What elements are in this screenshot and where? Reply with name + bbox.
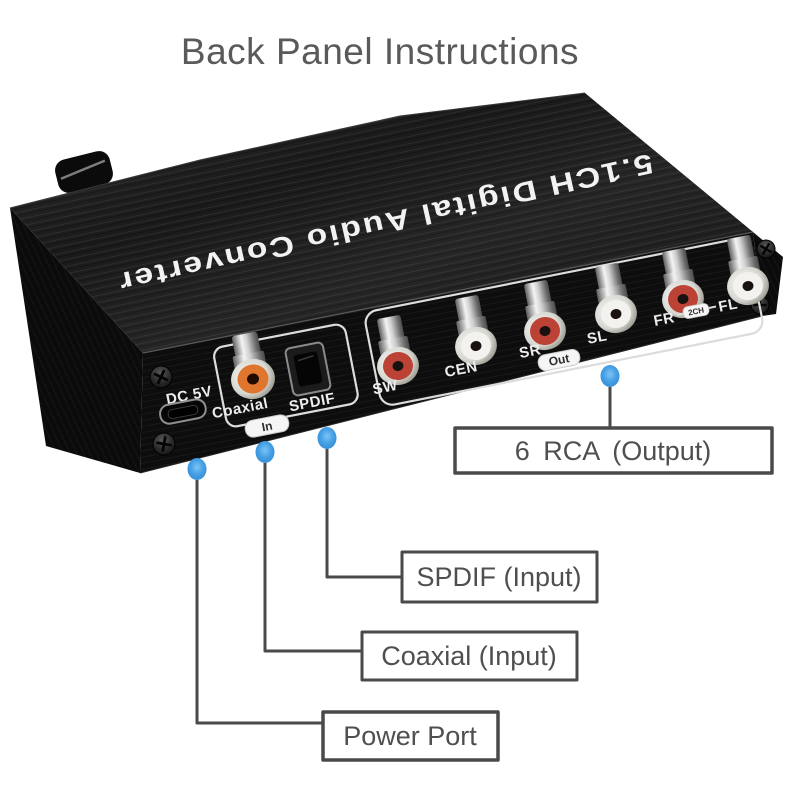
callout-box-coaxial-frame bbox=[360, 630, 579, 682]
output-group: SW CEN SR SL FR FL 2CH Out bbox=[364, 235, 769, 406]
channel-2ch-badge: 2CH bbox=[682, 303, 710, 319]
device-top-face-sheen bbox=[10, 93, 753, 353]
screw-icon-left-top bbox=[149, 365, 173, 389]
callout-dot-spdif bbox=[317, 427, 337, 449]
callout-label-rca-output: 6 RCA (Output) bbox=[515, 436, 712, 466]
callout-box-coaxial: Coaxial (Input) bbox=[360, 630, 579, 682]
rca-jack-cen bbox=[455, 295, 497, 366]
2ch-fl-dash bbox=[708, 305, 717, 309]
panel-bottom-edge bbox=[139, 315, 763, 474]
device-photo: 5.1CH Digital Audio Converter bbox=[9, 92, 783, 474]
callout-label-spdif: SPDIF (Input) bbox=[416, 562, 581, 592]
callout-dot-coaxial bbox=[255, 441, 275, 463]
channel-2ch-badge-label: 2CH bbox=[687, 306, 705, 318]
coaxial-jack bbox=[231, 331, 275, 400]
callout-box-power-frame bbox=[321, 710, 500, 762]
jack-label-sw: SW bbox=[371, 377, 399, 399]
callout-annotations: 6 RCA (Output) SPDIF (Input) Coaxial (In… bbox=[187, 365, 774, 762]
callout-line-coaxial bbox=[263, 463, 362, 653]
jack-label-fl: FL bbox=[717, 295, 739, 315]
out-badge: Out bbox=[537, 348, 581, 372]
in-badge-label: In bbox=[261, 419, 274, 435]
callout-dot-rca-output bbox=[600, 365, 620, 387]
callout-box-spdif-frame bbox=[400, 550, 599, 604]
callout-box-rca-output-frame bbox=[453, 426, 774, 475]
rca-jack-sr bbox=[524, 280, 566, 351]
jack-label-sr: SR bbox=[518, 341, 543, 362]
in-badge: In bbox=[244, 414, 290, 438]
rca-jack-sw bbox=[377, 315, 419, 386]
jack-label-cen: CEN bbox=[443, 358, 479, 381]
callout-box-rca-output: 6 RCA (Output) bbox=[453, 426, 774, 475]
screw-icon-left-bottom bbox=[152, 432, 176, 456]
out-badge-label: Out bbox=[548, 351, 571, 369]
volume-knob-icon bbox=[55, 151, 113, 193]
page-title: Back Panel Instructions bbox=[181, 31, 579, 72]
input-group-outline bbox=[213, 323, 359, 428]
callout-box-spdif: SPDIF (Input) bbox=[400, 550, 599, 604]
panel-top-edge-highlight bbox=[142, 231, 754, 354]
rca-jack-fl bbox=[727, 235, 769, 306]
device-left-cap bbox=[10, 208, 143, 473]
jack-label-fr: FR bbox=[652, 309, 676, 330]
callout-line-power bbox=[195, 480, 323, 725]
usb-power-port bbox=[159, 398, 207, 425]
callout-dot-power bbox=[187, 458, 207, 480]
spdif-port bbox=[284, 341, 332, 397]
callout-label-power: Power Port bbox=[343, 721, 477, 751]
callout-label-coaxial: Coaxial (Input) bbox=[381, 641, 557, 671]
callout-box-power: Power Port bbox=[321, 710, 500, 762]
fr-2ch-dash bbox=[676, 312, 685, 316]
device-top-edge-highlight bbox=[9, 92, 586, 209]
jack-label-sl: SL bbox=[586, 327, 609, 348]
rca-jack-sl bbox=[595, 263, 637, 334]
screw-icon-right-top bbox=[756, 239, 776, 259]
callout-line-spdif bbox=[325, 449, 402, 579]
